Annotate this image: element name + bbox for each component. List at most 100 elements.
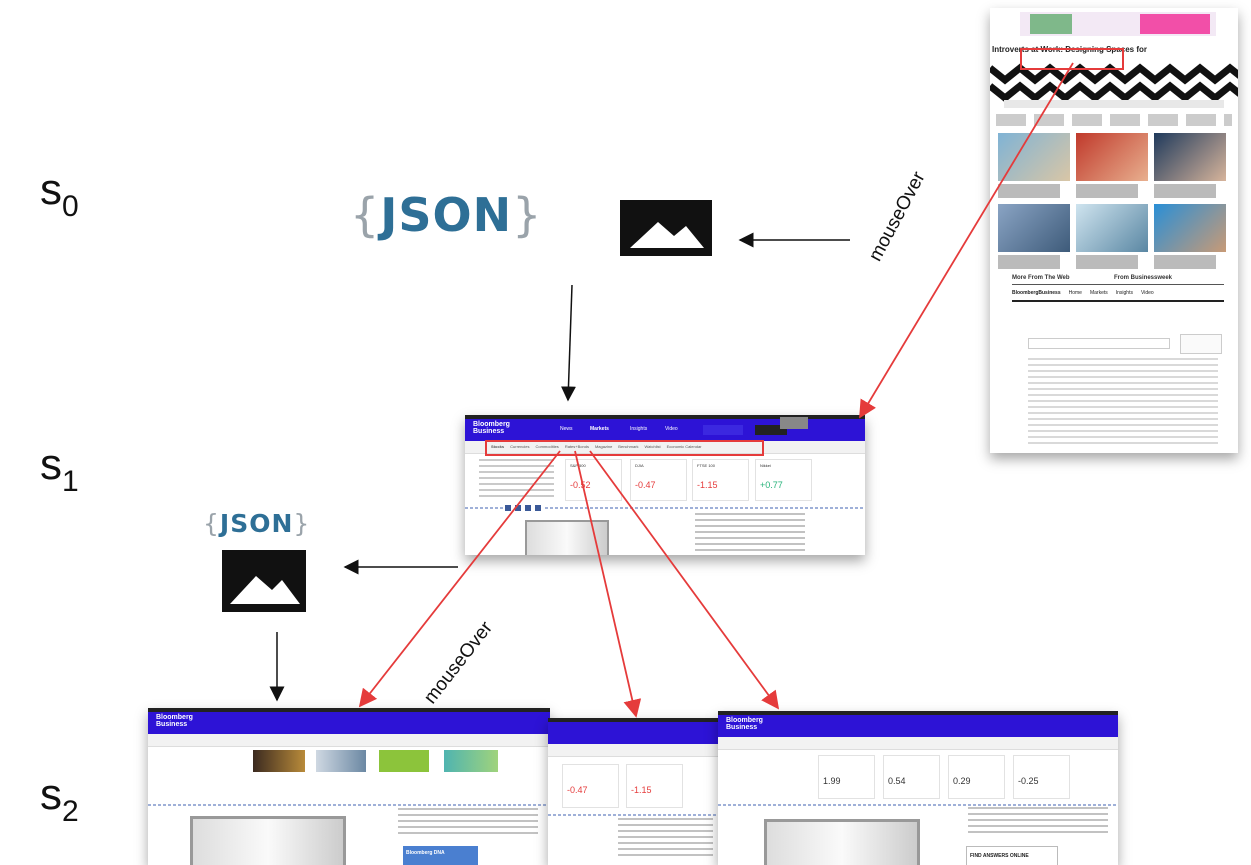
s0-comments [1028, 358, 1218, 448]
s0-tab: Home [1068, 290, 1082, 296]
state-subscript: 2 [62, 795, 79, 828]
image-icon-large [620, 200, 712, 256]
s0-captions-1 [998, 184, 1226, 198]
s2r-logo-top: Bloomberg [726, 717, 763, 724]
s2r-promo [966, 846, 1058, 865]
s2c-text [618, 818, 713, 858]
s1-highlight-box [485, 440, 764, 456]
json-brace-close: } [293, 509, 311, 538]
s0-ad-image [1030, 14, 1072, 34]
s2l-topbar [148, 708, 550, 712]
s1-subnav [465, 441, 865, 454]
json-brace-open: { [350, 188, 381, 242]
s2l-promo [403, 846, 478, 865]
arrow-mouseover-s1-s2-left [358, 450, 561, 708]
s0-photo-6 [1154, 204, 1226, 252]
s0-captions-2 [998, 255, 1226, 269]
s2l-mag-4 [444, 750, 498, 772]
s1-subnav-item: Watchlist [644, 444, 661, 449]
s1-subnav-item: Magazine [594, 444, 613, 449]
screenshot-s2-center: -0.47 -1.15 [548, 718, 720, 865]
s0-highlight-box [1020, 48, 1124, 70]
s1-nav-insights: Insights [630, 426, 648, 432]
s0-tab: Markets [1089, 290, 1108, 296]
s1-signin-box [755, 425, 787, 435]
s1-article-text [695, 513, 805, 553]
s2r-tile-2: 0.54 [883, 755, 940, 799]
image-icon-small [222, 550, 306, 612]
s2c-tile-1: -0.47 [562, 764, 619, 808]
s2r-tile-value: -0.25 [1018, 776, 1039, 786]
state-label-s1: s1 [40, 440, 79, 499]
s0-ad-pink [1140, 14, 1210, 34]
s2c-tile-value: -1.15 [631, 785, 652, 795]
s0-photo-5 [1076, 204, 1148, 252]
s1-tile-label: DJIA [635, 463, 644, 468]
s1-tile-3: FTSE 100 -1.15 [692, 459, 749, 501]
s2l-subnav [148, 734, 550, 747]
arrow-json-to-s1 [560, 284, 576, 402]
s0-photo-3 [1154, 133, 1226, 181]
s0-photo-4 [998, 204, 1070, 252]
s2c-tile-2: -1.15 [626, 764, 683, 808]
s0-divider-2 [1012, 300, 1224, 302]
s1-left-list [479, 459, 554, 501]
s1-corner-grey [780, 417, 808, 429]
s0-tab: Video [1140, 290, 1154, 296]
s2c-topbar [548, 718, 720, 722]
state-letter: s [40, 165, 62, 214]
s2l-logo-bottom: Business [156, 721, 188, 728]
s0-photo-1 [998, 133, 1070, 181]
s2c-dotted-divider [548, 814, 720, 816]
s0-tabbar [1004, 100, 1224, 108]
s1-logo-top: Bloomberg [473, 421, 510, 428]
s2l-mag-3 [379, 750, 429, 772]
s2r-logo-bottom: Business [726, 724, 758, 731]
s0-divider [1012, 284, 1224, 285]
s2l-mag-2 [316, 750, 366, 772]
s1-tile-value: -0.47 [635, 480, 656, 490]
s0-section-right: From Businessweek [1114, 275, 1173, 281]
s1-tile-label: FTSE 100 [697, 463, 716, 468]
s1-tile-label: Nikkei [760, 463, 771, 468]
s2l-article-text [398, 808, 538, 838]
s0-row-text [996, 114, 1232, 126]
json-text: JSON [219, 509, 294, 538]
s2r-article-image [764, 819, 920, 865]
s1-tile-4: Nikkei +0.77 [755, 459, 812, 501]
s0-comment-dropdown [1180, 334, 1222, 354]
s1-subnav-item: Commodities [535, 444, 559, 449]
s1-tile-value: -1.15 [697, 480, 718, 490]
state-letter: s [40, 440, 62, 489]
s2r-tile-3: 0.29 [948, 755, 1005, 799]
s1-subnav-item: Stocks [491, 444, 505, 449]
json-label-large: {JSON} [350, 188, 542, 242]
s1-subnav-item: Currencies [510, 444, 530, 449]
state-subscript: 0 [62, 190, 79, 223]
s2l-dotted-divider [148, 804, 550, 806]
s2r-tile-value: 0.29 [953, 776, 971, 786]
arrow-mouseover-s1-s2-right [589, 450, 780, 710]
s2l-promo-text: Bloomberg DNA [406, 850, 445, 856]
s1-subnav-item: Rates+Bonds [564, 444, 589, 449]
json-brace-open: { [203, 509, 220, 538]
s1-social-icons [505, 505, 545, 511]
s2r-promo-text: FIND ANSWERS ONLINE [970, 853, 1029, 859]
s2c-tile-value: -0.47 [567, 785, 588, 795]
s1-subnav-item: Economic Calendar [666, 444, 702, 449]
s2r-tile-value: 1.99 [823, 776, 841, 786]
s2r-navbar [718, 715, 1118, 737]
s2l-logo-top: Bloomberg [156, 714, 193, 721]
s1-nav-markets: Markets [590, 426, 609, 432]
s1-search-box [703, 425, 743, 435]
s0-section-left: More From The Web [1012, 275, 1070, 281]
s2r-tile-1: 1.99 [818, 755, 875, 799]
s1-subnav-item: Benchmark [618, 444, 639, 449]
s1-tile-value: +0.77 [760, 480, 783, 490]
s1-topbar [465, 415, 865, 419]
